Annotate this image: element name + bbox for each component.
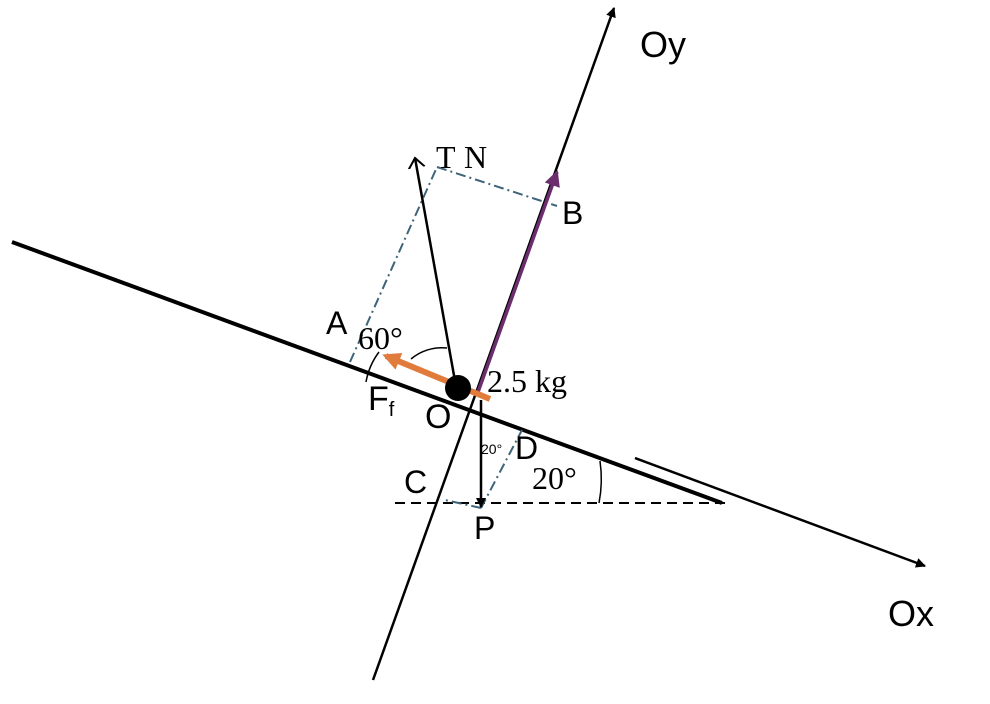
point-p-label: P (474, 510, 495, 546)
origin-label: O (425, 398, 451, 436)
friction-label: Ff (368, 380, 395, 421)
ox-axis (634, 456, 926, 568)
angle-arc-20-small (365, 351, 380, 383)
point-c-label: C (404, 464, 427, 500)
ox-label: Ox (888, 593, 934, 634)
mass-object (445, 375, 471, 401)
angle-60-label: 60° (358, 320, 403, 356)
friction-force-vector (382, 353, 492, 402)
normal-force-vector (476, 170, 560, 393)
oy-label: Oy (640, 24, 686, 65)
point-a-label: A (326, 305, 348, 341)
tension-label: T (436, 139, 456, 175)
mass-label: 2.5 kg (487, 363, 567, 399)
point-d-label: D (515, 430, 538, 466)
tension-vector (415, 158, 457, 382)
angle-arc-20-incline (598, 460, 603, 504)
friction-label-main: F (368, 380, 389, 418)
small-angle-20-label: 20° (481, 441, 502, 457)
construction-lines (349, 166, 558, 509)
angle-20-label: 20° (532, 460, 577, 496)
incline-surface (11, 240, 723, 505)
friction-label-sub: f (389, 399, 395, 421)
point-b-label: B (562, 195, 583, 231)
angle-arc-60 (410, 346, 448, 360)
normal-label: N (464, 139, 487, 175)
